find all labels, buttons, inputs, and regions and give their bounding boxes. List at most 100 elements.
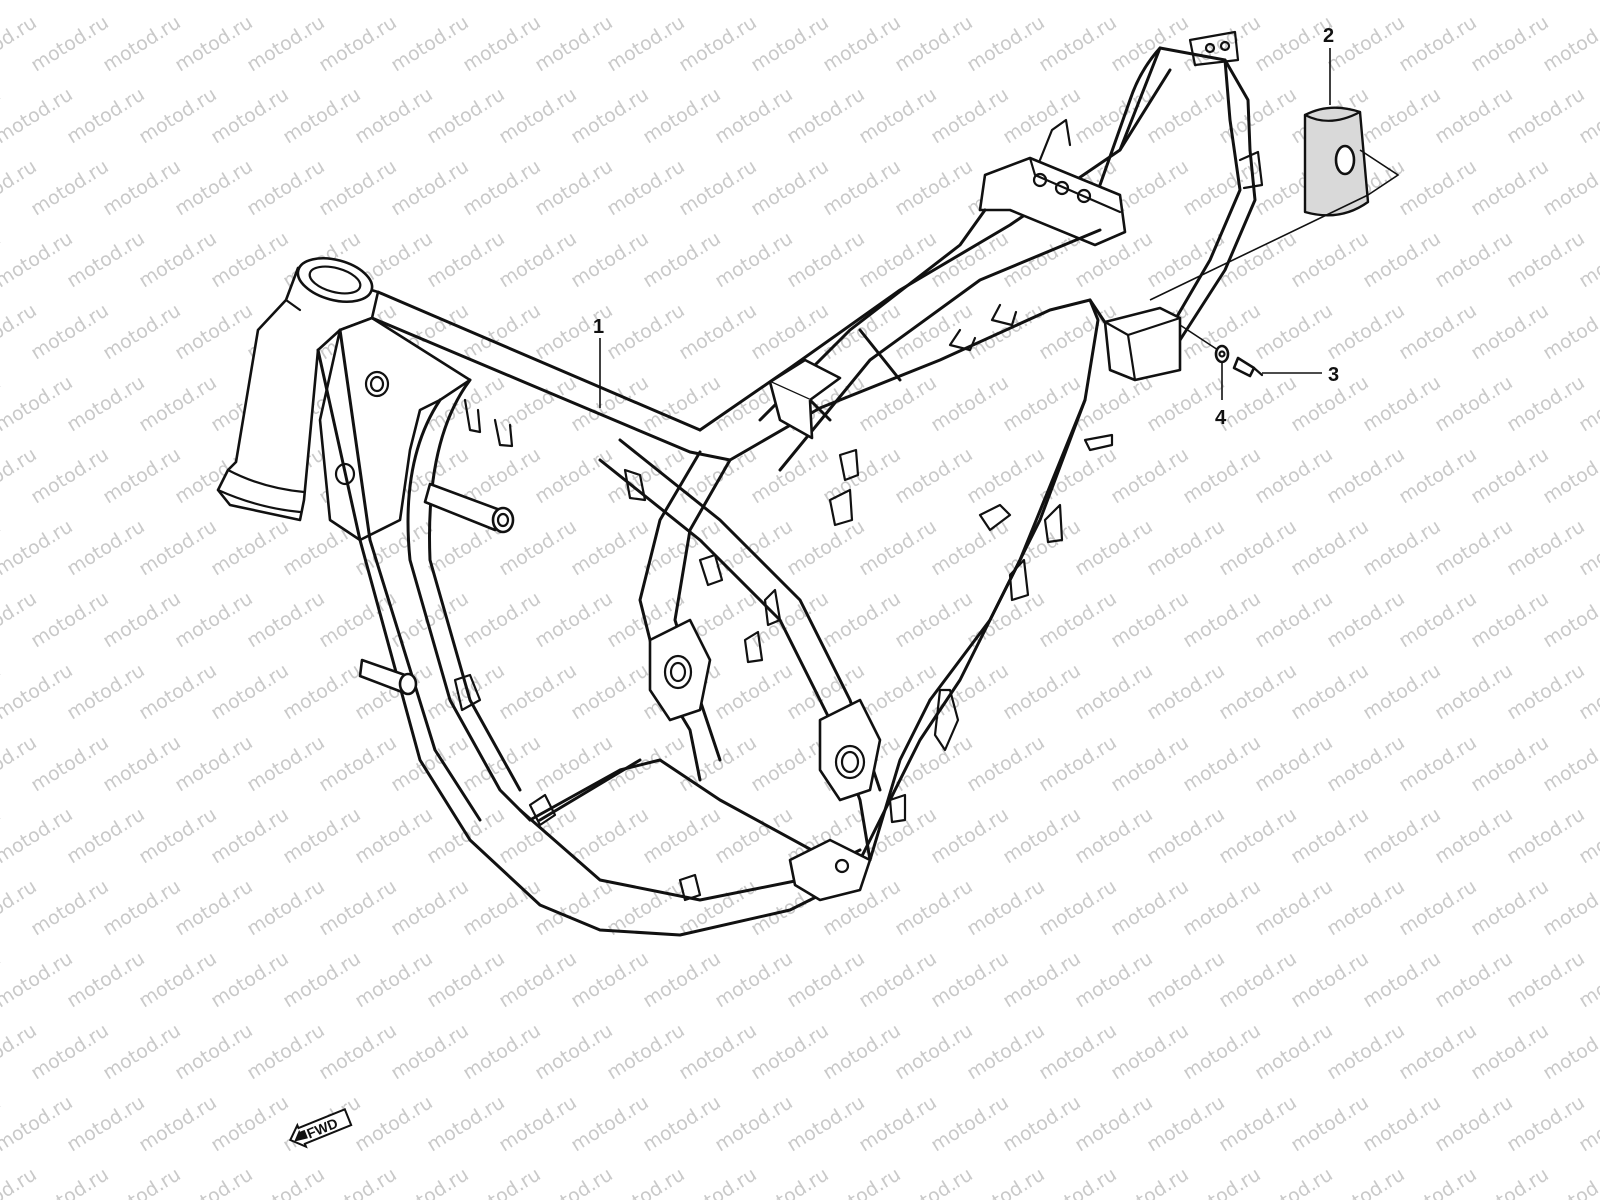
watermark-text: motod.ru (1071, 947, 1157, 1012)
watermark-text: motod.ru (1323, 587, 1409, 652)
cover-part[interactable] (1149, 106, 1400, 301)
watermark-text: motod.ru (1215, 803, 1301, 868)
watermark-text: motod.ru (1359, 83, 1445, 148)
watermark-text: motod.ru (1431, 515, 1517, 580)
watermark-text: motod.ru (495, 83, 581, 148)
watermark-text: motod.ru (207, 803, 293, 868)
watermark-text: motod.ru (1539, 11, 1600, 76)
watermark-text: motod.ru (99, 443, 185, 508)
watermark-text: motod.ru (243, 731, 329, 796)
watermark-text: motod.ru (1395, 11, 1481, 76)
watermark-text: motod.ru (387, 875, 473, 940)
bolt-washer-parts[interactable] (1179, 324, 1264, 378)
watermark-text: motod.ru (747, 443, 833, 508)
watermark-text: motod.ru (819, 11, 905, 76)
watermark-text: motod.ru (1035, 587, 1121, 652)
watermark-text: motod.ru (531, 731, 617, 796)
watermark-text: motod.ru (1035, 875, 1121, 940)
watermark-text: motod.ru (927, 0, 1013, 4)
watermark-text: motod.ru (783, 1091, 869, 1156)
watermark-text: motod.ru (27, 443, 113, 508)
watermark-text: motod.ru (1431, 659, 1517, 724)
watermark-text: motod.ru (1539, 155, 1600, 220)
watermark-text: motod.ru (99, 731, 185, 796)
callout-4: 4 (1215, 407, 1227, 429)
watermark-text: motod.ru (747, 11, 833, 76)
watermark-text: motod.ru (1179, 443, 1265, 508)
watermark-text: motod.ru (135, 227, 221, 292)
watermark-text: motod.ru (1323, 11, 1409, 76)
watermark-text: motod.ru (207, 659, 293, 724)
watermark-text: motod.ru (567, 659, 653, 724)
watermark-text: motod.ru (1107, 11, 1193, 76)
watermark-text: motod.ru (783, 227, 869, 292)
head-gusset (318, 316, 472, 542)
watermark-text: motod.ru (711, 1091, 797, 1156)
watermark-text: motod.ru (567, 515, 653, 580)
watermark-text: motod.ru (963, 1019, 1049, 1084)
watermark-text: motod.ru (711, 83, 797, 148)
watermark-text: motod.ru (27, 299, 113, 364)
watermark-text: motod.ru (1503, 83, 1589, 148)
watermark-text: motod.ru (783, 83, 869, 148)
watermark-text: motod.ru (855, 1091, 941, 1156)
watermark-text: motod.ru (963, 587, 1049, 652)
callout-3: 3 (1328, 364, 1339, 386)
watermark-text: motod.ru (927, 371, 1013, 436)
watermark-text: motod.ru (423, 947, 509, 1012)
watermark-text: motod.ru (963, 11, 1049, 76)
watermark-text: motod.ru (567, 1091, 653, 1156)
watermark-text: motod.ru (675, 299, 761, 364)
watermark-text: motod.ru (171, 587, 257, 652)
watermark-text: motod.ru (1251, 299, 1337, 364)
watermark-text: motod.ru (1539, 1019, 1600, 1084)
watermark-text: motod.ru (999, 803, 1085, 868)
watermark-text: motod.ru (639, 227, 725, 292)
lower-peg (358, 658, 418, 696)
watermark-text: motod.ru (1143, 947, 1229, 1012)
watermark-text: motod.ru (999, 659, 1085, 724)
watermark-text: motod.ru (315, 155, 401, 220)
watermark-text: motod.ru (1107, 587, 1193, 652)
watermark-text: motod.ru (279, 803, 365, 868)
watermark-text: motod.ru (495, 1091, 581, 1156)
watermark-text: motod.ru (1467, 875, 1553, 940)
watermark-text: motod.ru (1323, 299, 1409, 364)
watermark-text: motod.ru (711, 0, 797, 4)
watermark-text: motod.ru (891, 731, 977, 796)
watermark-text: motod.ru (63, 371, 149, 436)
watermark-text: motod.ru (1539, 731, 1600, 796)
watermark-text: motod.ru (387, 1019, 473, 1084)
watermark-text: motod.ru (1107, 731, 1193, 796)
watermark-text: motod.ru (927, 1091, 1013, 1156)
watermark-text: motod.ru (531, 11, 617, 76)
watermark-text: motod.ru (1359, 659, 1445, 724)
watermark-text: motod.ru (1359, 515, 1445, 580)
watermark-text: motod.ru (855, 947, 941, 1012)
watermark-text: motod.ru (459, 11, 545, 76)
watermark-text: motod.ru (999, 947, 1085, 1012)
watermark-text: motod.ru (639, 803, 725, 868)
callout-1: 1 (593, 316, 604, 338)
watermark-text: motod.ru (1035, 731, 1121, 796)
watermark-text: motod.ru (1287, 803, 1373, 868)
watermark-text: motod.ru (891, 155, 977, 220)
watermark-text: motod.ru (207, 1091, 293, 1156)
watermark-text: motod.ru (675, 1019, 761, 1084)
watermark-text: motod.ru (0, 659, 77, 724)
watermark-text: motod.ru (279, 0, 365, 4)
watermark-text: motod.ru (1071, 0, 1157, 4)
watermark-text: motod.ru (63, 1091, 149, 1156)
watermark-text: motod.ru (1251, 443, 1337, 508)
watermark-text: motod.ru (1143, 515, 1229, 580)
watermark-text: motod.ru (0, 1163, 41, 1200)
watermark-text: motod.ru (783, 0, 869, 4)
watermark-text: motod.ru (603, 155, 689, 220)
motorcycle-frame[interactable] (216, 30, 1264, 937)
watermark-text: motod.ru (1215, 1091, 1301, 1156)
watermark-text: motod.ru (999, 1091, 1085, 1156)
watermark-text: motod.ru (1431, 83, 1517, 148)
watermark-text: motod.ru (1467, 443, 1553, 508)
watermark-text: motod.ru (1071, 1091, 1157, 1156)
watermark-text: motod.ru (531, 155, 617, 220)
